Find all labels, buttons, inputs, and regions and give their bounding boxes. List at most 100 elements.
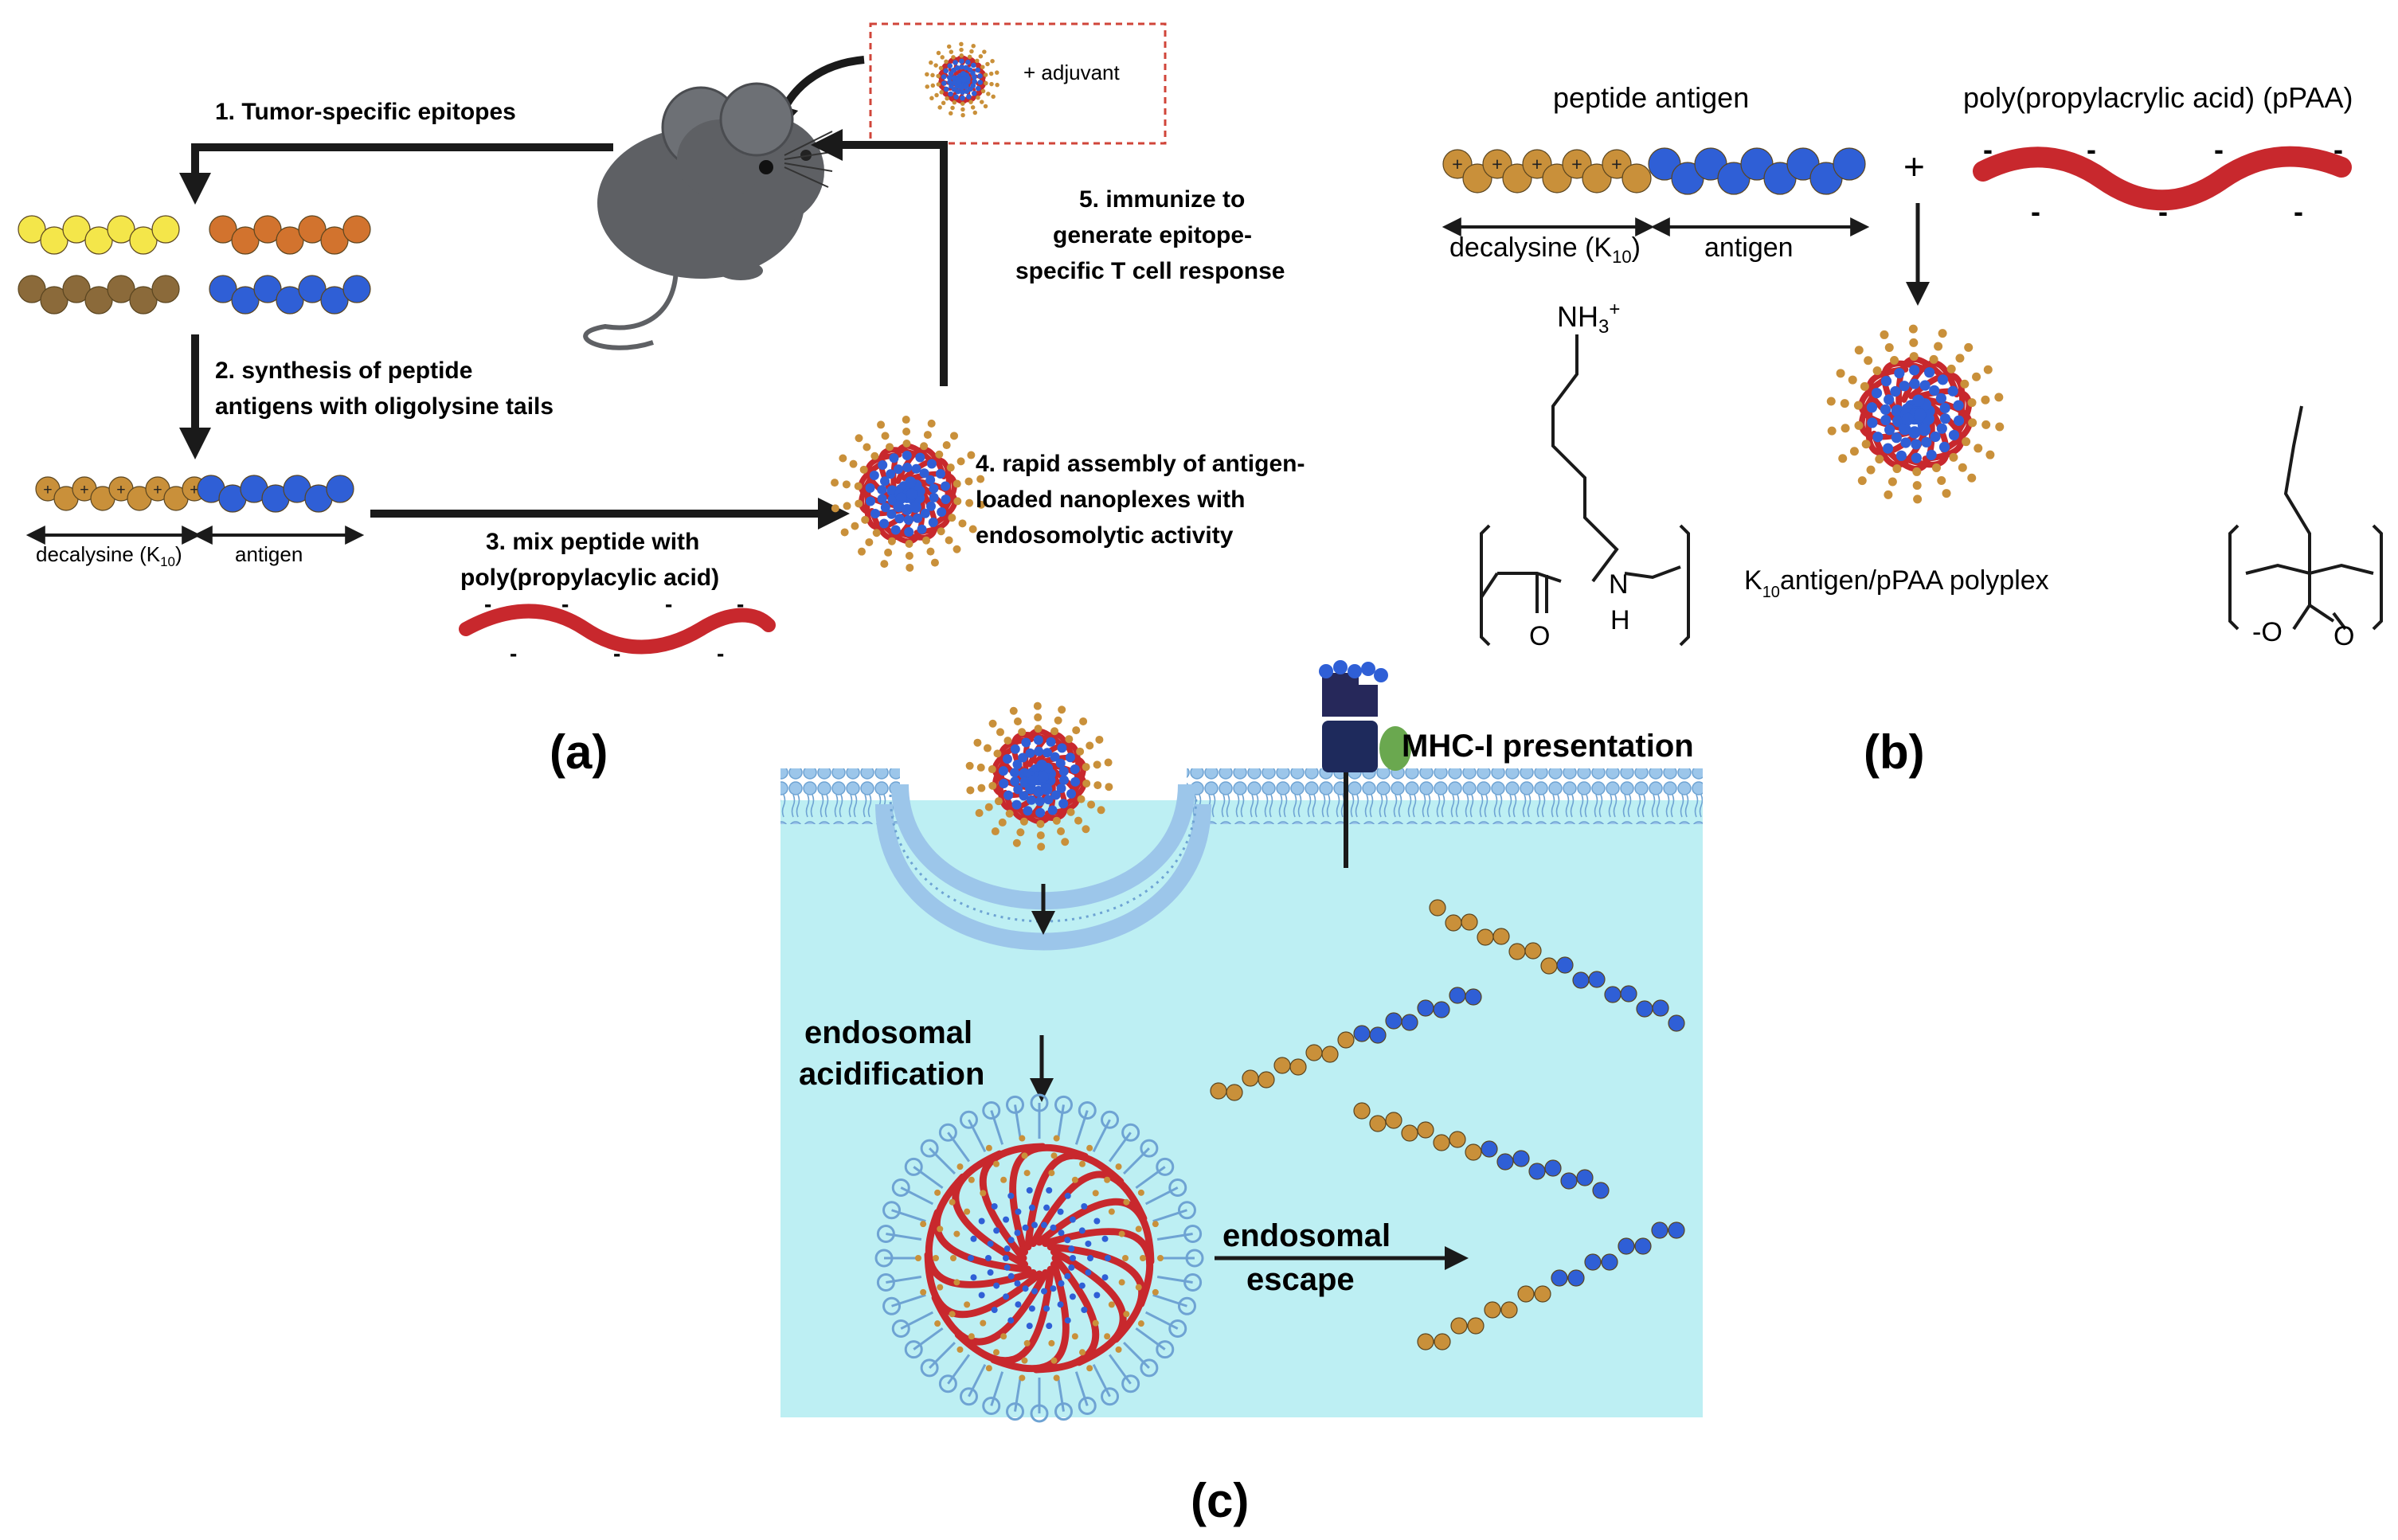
bead <box>902 451 912 461</box>
lipid-tail <box>1152 1209 1187 1223</box>
bead <box>1450 1317 1468 1335</box>
bead <box>960 101 965 106</box>
bead <box>1070 764 1080 774</box>
bead <box>1104 1176 1111 1183</box>
bead <box>1524 942 1542 960</box>
lipid-head <box>876 1224 895 1243</box>
bead <box>839 454 847 463</box>
bead <box>1037 842 1046 851</box>
bead <box>1995 422 2005 432</box>
bead <box>995 70 999 75</box>
polymer-strand <box>1035 1198 1155 1265</box>
step3-label-line2: poly(propylacylic acid) <box>460 565 719 591</box>
bead <box>937 1225 944 1233</box>
bead <box>1086 741 1094 750</box>
bead <box>1636 1000 1653 1018</box>
lipid-head <box>1183 1273 1203 1292</box>
bead <box>1576 1169 1594 1186</box>
bead <box>970 105 976 110</box>
bead <box>972 110 978 115</box>
bead <box>1353 1025 1371 1042</box>
charge-plus: + <box>116 481 125 498</box>
bead <box>919 468 929 479</box>
bead <box>1157 1255 1164 1261</box>
bead <box>1047 805 1058 815</box>
bead <box>1926 449 1937 460</box>
bead <box>1866 402 1878 413</box>
bead <box>1967 473 1977 483</box>
charge-plus: + <box>1571 154 1582 174</box>
lipid-tail <box>968 1119 987 1153</box>
polymer-strand <box>952 1150 1029 1268</box>
bead <box>993 1227 1000 1234</box>
bead <box>1401 1124 1418 1142</box>
bead <box>1909 338 1919 347</box>
bead <box>960 89 965 96</box>
bead <box>964 1208 971 1215</box>
bead <box>209 275 237 303</box>
bead <box>1321 1046 1339 1063</box>
bead <box>1104 758 1113 767</box>
bead <box>1093 1292 1101 1299</box>
bead <box>1890 385 1901 397</box>
bead <box>920 442 929 451</box>
lipid-tail <box>1123 1342 1150 1369</box>
bead <box>1242 1069 1259 1087</box>
bead <box>1908 426 1921 439</box>
bead <box>1035 807 1046 818</box>
bead <box>1861 440 1871 449</box>
polymer-strand <box>1024 1151 1125 1251</box>
bead <box>1052 816 1061 825</box>
escape-label-line2: escape <box>1246 1262 1355 1297</box>
bead <box>944 86 949 92</box>
bead <box>1135 1225 1142 1233</box>
nh3-label: NH3+ <box>1557 299 1620 338</box>
mhc-receptor-icon <box>1319 660 1411 868</box>
bead <box>1054 716 1062 725</box>
bead <box>1985 450 1995 459</box>
charge-plus: + <box>80 481 88 498</box>
bead <box>975 809 984 818</box>
bead <box>1013 784 1023 795</box>
bead <box>906 488 917 500</box>
bead <box>1556 956 1574 974</box>
bead <box>988 765 996 774</box>
bead <box>943 68 949 74</box>
bead <box>995 82 999 88</box>
bead <box>928 518 938 528</box>
bead <box>890 525 901 535</box>
bead <box>1891 432 1902 444</box>
bead <box>1050 1357 1058 1364</box>
bead <box>1477 928 1494 946</box>
bead <box>1003 1264 1011 1271</box>
bead <box>1034 746 1044 756</box>
charge-plus: + <box>153 481 162 498</box>
lipid-tail <box>1014 1104 1023 1141</box>
bead <box>927 419 936 428</box>
lipid-tail <box>1092 1363 1111 1397</box>
bead <box>884 548 893 557</box>
lipid-tail <box>968 1363 987 1397</box>
bead <box>1003 1255 1009 1261</box>
lipid-tail <box>1144 1186 1179 1206</box>
bead <box>840 528 849 537</box>
bead <box>342 215 371 244</box>
bead <box>320 226 349 255</box>
bead <box>939 90 944 95</box>
bead <box>937 105 942 110</box>
bead <box>910 502 921 514</box>
bead <box>880 476 890 487</box>
bead <box>1934 342 1943 351</box>
nanoplex-icon-c1 <box>965 702 1113 851</box>
bead <box>1023 806 1033 816</box>
charge-plus: + <box>1492 154 1503 174</box>
bead <box>968 100 973 104</box>
lipid-head <box>938 1123 957 1142</box>
bead <box>953 60 958 65</box>
ppaa-charges-b: ---- --- <box>1983 133 2343 228</box>
epitope-chains <box>18 215 371 315</box>
lipid-tail <box>886 1275 922 1284</box>
polymer-strand <box>1050 1248 1127 1366</box>
bead <box>1918 424 1931 436</box>
lipid-head <box>1078 1396 1097 1415</box>
